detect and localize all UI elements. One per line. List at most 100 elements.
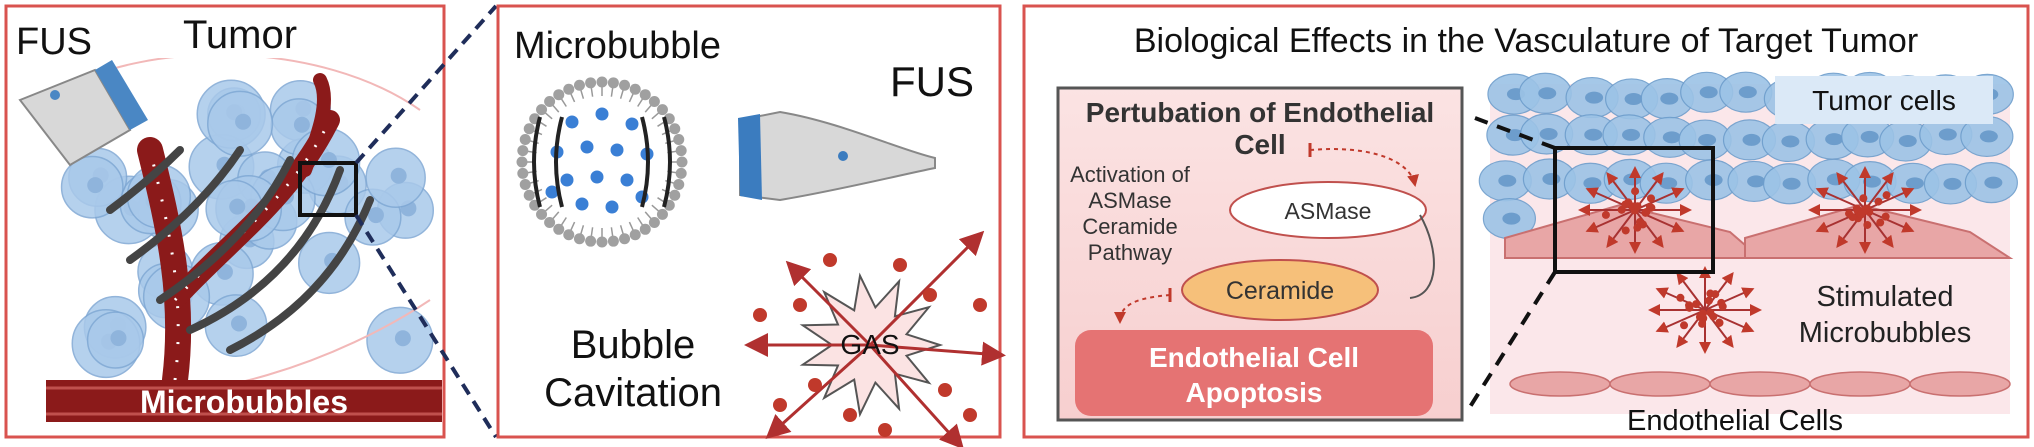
microbubble-label: Microbubble [514, 25, 721, 67]
cell-nucleus [1539, 128, 1558, 141]
microbubble [1642, 208, 1651, 217]
lipid-head [669, 123, 681, 135]
burst-arrow [1634, 187, 1685, 211]
lipid-head [516, 156, 528, 168]
microbubble [1633, 202, 1642, 211]
lipid-head [517, 145, 529, 157]
panel-fus-tumor: Microbubbles FUS Tumor [4, 4, 446, 439]
cell-nucleus [1542, 173, 1561, 186]
apoptosis-line1: Endothelial Cell [1149, 342, 1359, 373]
cell-nucleus [1622, 128, 1641, 141]
cavitation-arrow [868, 343, 965, 447]
cell-nucleus [1505, 129, 1524, 142]
asmase-node [1229, 181, 1427, 239]
gas-molecule [565, 115, 579, 129]
lipid-head [639, 89, 651, 101]
lipid-head [536, 104, 548, 116]
microbubble [1601, 210, 1610, 219]
cell-nucleus [1583, 177, 1602, 190]
endothelial-cell [1809, 371, 1911, 397]
pathway-arrow [1114, 294, 1171, 324]
cell-nucleus [235, 113, 252, 130]
cell-nucleus [1860, 130, 1879, 143]
zoom-box [298, 161, 358, 217]
zoom-connector [354, 213, 498, 439]
gas-molecule [545, 185, 559, 199]
endothelial-cell [1609, 371, 1711, 397]
apoptosis-box [1075, 330, 1433, 416]
bubble-fragment [923, 288, 937, 302]
lipid-head [629, 229, 641, 241]
microbubble [1633, 223, 1642, 232]
cell-nucleus [1660, 92, 1679, 105]
bubble-fragment [793, 298, 807, 312]
gas-molecule [605, 200, 619, 214]
microbubble [1621, 226, 1630, 235]
tumor-cells-label: Tumor cells [1812, 85, 1956, 116]
lipid-head [536, 208, 548, 220]
cell-nucleus [1623, 173, 1642, 186]
fus-label: FUS [16, 21, 92, 63]
burst-arrow [1676, 272, 1706, 311]
gas-molecule [625, 117, 639, 131]
lipid-head [607, 77, 619, 89]
cell-nucleus [1584, 128, 1603, 141]
lipid-head [519, 133, 531, 145]
activation-line1: Activation of [1070, 162, 1191, 187]
microbubble [1680, 321, 1689, 330]
cell-nucleus [87, 177, 104, 194]
burst-arrow [1606, 209, 1636, 248]
cavitation-arrow [785, 260, 872, 347]
cell-nucleus [1538, 87, 1557, 100]
lipid-head [648, 216, 660, 228]
cell-nucleus [394, 330, 411, 347]
lipid-head [553, 89, 565, 101]
gas-molecule [595, 107, 609, 121]
ultrasound-wave [554, 116, 564, 208]
cell-nucleus [1782, 177, 1801, 190]
lipid-head [669, 189, 681, 201]
lipid-head [544, 96, 556, 108]
lipid-head [563, 229, 575, 241]
ultrasound-transducer-icon [18, 60, 148, 167]
cell-nucleus [1979, 130, 1998, 143]
lipid-head [519, 179, 531, 191]
microbubble [1876, 218, 1885, 227]
bubble-fragment [808, 378, 822, 392]
bubble-fragment [823, 253, 837, 267]
cell-nucleus [390, 167, 407, 184]
cell-nucleus [1662, 131, 1681, 144]
microbubble [1692, 300, 1701, 309]
lipid-head [553, 223, 565, 235]
cell-nucleus [293, 116, 310, 133]
lipid-head [629, 83, 641, 95]
cell-nucleus [1825, 133, 1844, 146]
cell-nucleus [1498, 174, 1517, 187]
pathway-inset: Pertubation of Endothelial Cell Activati… [1056, 86, 1464, 422]
microbubble [1631, 187, 1640, 196]
cell-nucleus [1699, 86, 1718, 99]
bubble-fragment [843, 408, 857, 422]
microbubble [1857, 210, 1866, 219]
endothelial-cell [1709, 371, 1811, 397]
microbubble [1881, 212, 1890, 221]
microbubble [1718, 302, 1727, 311]
tumor-cells-label-bg [1775, 76, 1993, 124]
lipid-head [544, 216, 556, 228]
cell-nucleus [1624, 92, 1643, 105]
lipid-head [573, 79, 585, 91]
lipid-head [563, 83, 575, 95]
lipid-head [596, 76, 608, 88]
cell-nucleus [1659, 177, 1678, 190]
ceramide-node [1181, 259, 1379, 321]
microbubble [1695, 312, 1704, 321]
cell-nucleus [1738, 86, 1757, 99]
microbubble [1882, 191, 1891, 200]
microbubble [1859, 194, 1868, 203]
apoptosis-line2: Apoptosis [1186, 377, 1323, 408]
cell-nucleus [1585, 91, 1604, 104]
ultrasound-wave [532, 116, 542, 208]
gas-cavitation-icon [744, 230, 1006, 447]
cell-nucleus [1781, 135, 1800, 148]
